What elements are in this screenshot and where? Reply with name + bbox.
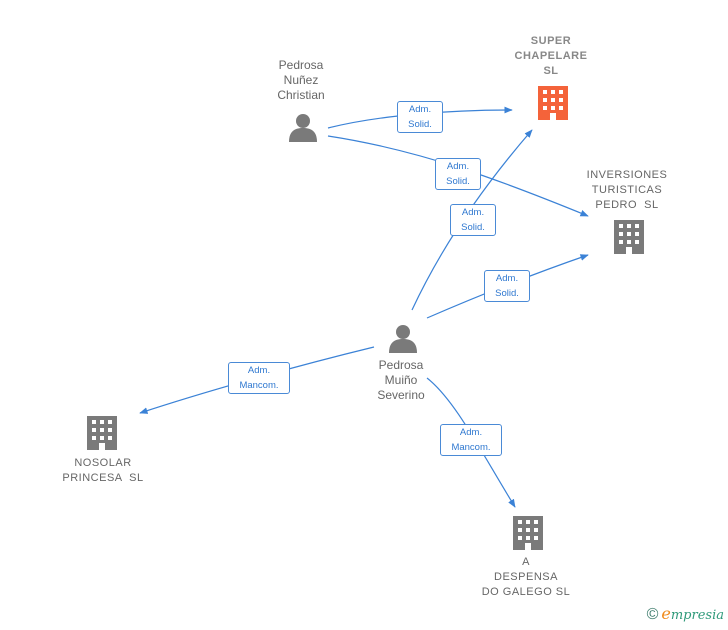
company-label[interactable]: SUPER CHAPELARE SL [503,34,599,79]
company-name-line: PRINCESA SL [62,472,144,484]
edge-label[interactable]: Adm. Mancom. [228,362,290,394]
person-icon[interactable] [389,325,417,353]
person-name-line: Nuñez [283,73,319,87]
person-name-line: Muiño [384,373,418,387]
company-name-line: DESPENSA [494,571,558,583]
company-name-line: SUPER [530,35,572,47]
brand-logo-letter: e [661,604,671,623]
person-icon[interactable] [289,114,317,142]
building-icon[interactable] [87,416,117,450]
building-icon[interactable] [538,86,568,120]
edge-label[interactable]: Adm. Solid. [484,270,530,302]
person-label[interactable]: Pedrosa Nuñez Christian [256,58,346,103]
edge-label[interactable]: Adm. Mancom. [440,424,502,456]
brand-logo-text: mpresia [670,608,724,623]
copyright-symbol: © [646,606,659,623]
company-name-line: NOSOLAR [74,457,132,469]
person-name-line: Pedrosa [378,358,424,372]
edge-label[interactable]: Adm. Solid. [435,158,481,190]
company-name-line: INVERSIONES [586,169,668,181]
company-label[interactable]: INVERSIONES TURISTICAS PEDRO SL [572,168,682,213]
company-name-line: TURISTICAS [591,184,663,196]
company-label[interactable]: NOSOLAR PRINCESA SL [48,456,158,486]
edge-label[interactable]: Adm. Solid. [397,101,443,133]
brand-footer[interactable]: ©empresia [647,604,724,624]
company-name-line: A [522,556,530,568]
person-label[interactable]: Pedrosa Muiño Severino [356,358,446,403]
person-name-line: Christian [277,88,325,102]
building-icon[interactable] [513,516,543,550]
company-name-line: DO GALEGO SL [481,586,571,598]
person-name-line: Pedrosa [278,58,324,72]
building-icon[interactable] [614,220,644,254]
company-name-line: CHAPELARE [514,50,588,62]
person-name-line: Severino [377,388,425,402]
company-label[interactable]: A DESPENSA DO GALEGO SL [466,555,586,600]
edges [139,106,589,508]
company-name-line: PEDRO SL [595,199,659,211]
company-name-line: SL [543,65,559,77]
edge-label[interactable]: Adm. Solid. [450,204,496,236]
